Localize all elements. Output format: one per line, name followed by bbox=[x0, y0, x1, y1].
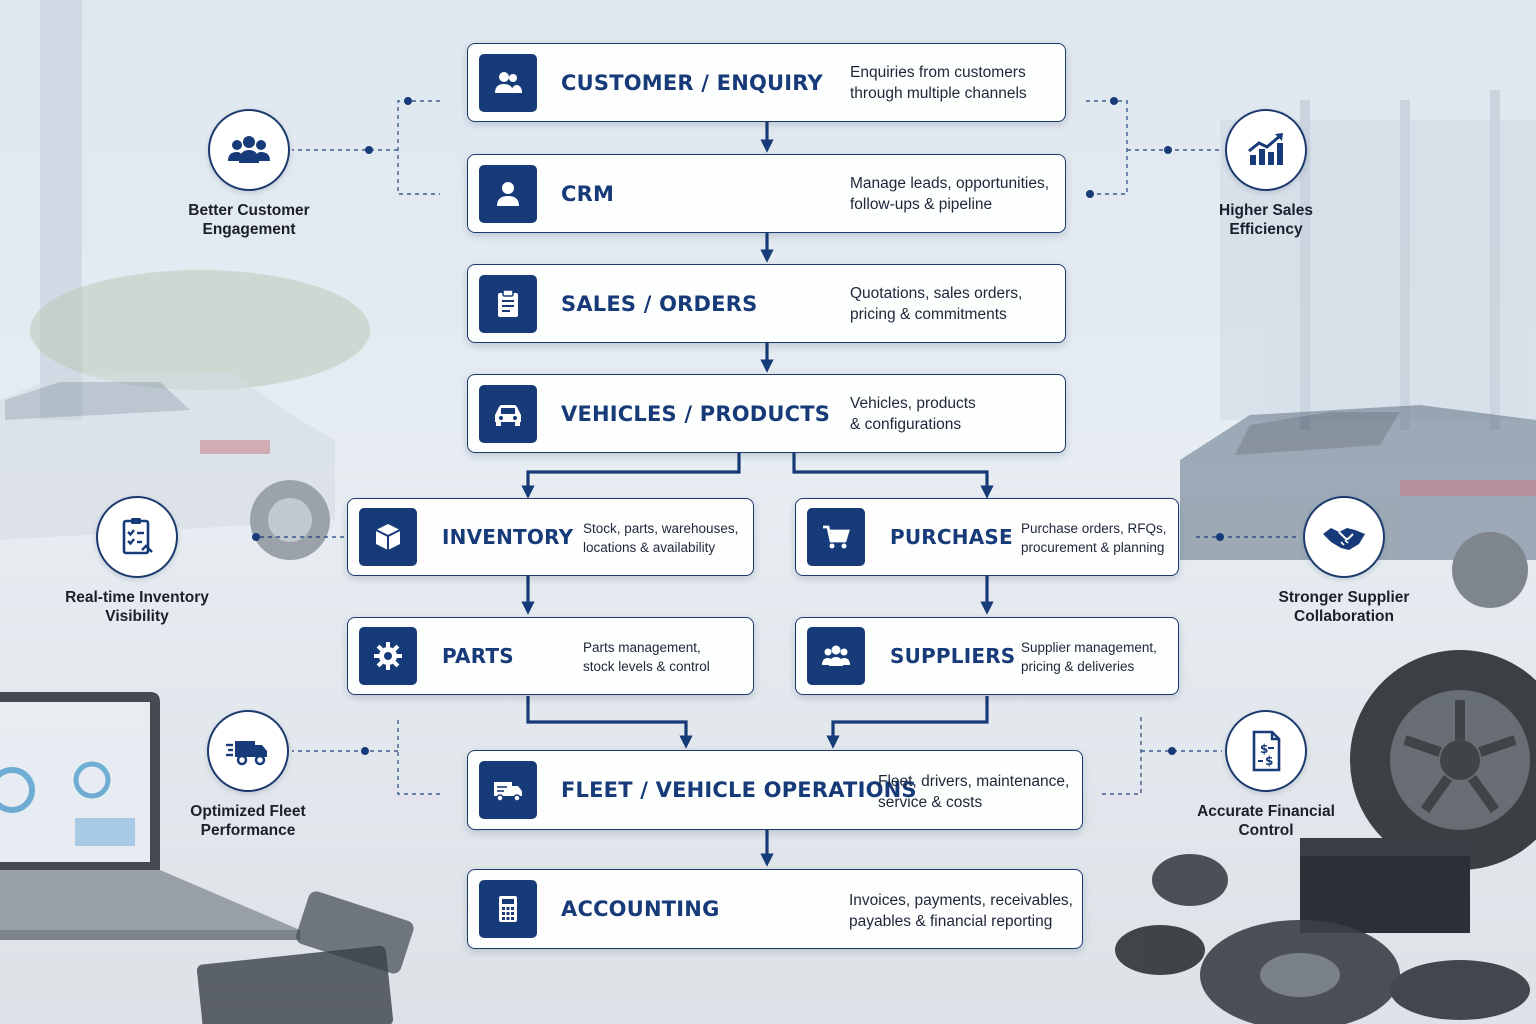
team-icon bbox=[208, 109, 290, 191]
box-icon bbox=[359, 508, 417, 566]
step-description: Invoices, payments, receivables,payables… bbox=[849, 892, 1073, 930]
step-accounting[interactable]: ACCOUNTING Invoices, payments, receivabl… bbox=[467, 869, 1083, 949]
step-description: Purchase orders, RFQs,procurement & plan… bbox=[1021, 521, 1167, 555]
step-title: CRM bbox=[561, 181, 615, 206]
delivery-truck-icon bbox=[207, 710, 289, 792]
svg-text:$: $ bbox=[1265, 754, 1273, 768]
step-vehicles-products[interactable]: VEHICLES / PRODUCTS Vehicles, products& … bbox=[467, 374, 1066, 453]
gear-icon bbox=[359, 627, 417, 685]
handshake-icon bbox=[1303, 496, 1385, 578]
calculator-icon bbox=[479, 880, 537, 938]
invoice-icon: $$ bbox=[1225, 710, 1307, 792]
step-title: PURCHASE bbox=[890, 525, 1013, 549]
arrow-suppliers-fleet bbox=[826, 696, 989, 749]
users-icon bbox=[479, 53, 537, 112]
step-title: SALES / ORDERS bbox=[561, 291, 758, 316]
step-inventory[interactable]: INVENTORY Stock, parts, warehouses,locat… bbox=[347, 498, 754, 576]
clipboard-icon bbox=[479, 274, 537, 333]
step-description: Stock, parts, warehouses,locations & ava… bbox=[583, 521, 739, 555]
step-description: Quotations, sales orders,pricing & commi… bbox=[850, 285, 1023, 323]
step-description: Parts management,stock levels & control bbox=[583, 640, 710, 674]
group-icon bbox=[807, 627, 865, 685]
step-title: CUSTOMER / ENQUIRY bbox=[561, 70, 823, 95]
step-sales-orders[interactable]: SALES / ORDERS Quotations, sales orders,… bbox=[467, 264, 1066, 343]
step-customer-enquiry[interactable]: CUSTOMER / ENQUIRY Enquiries from custom… bbox=[467, 43, 1066, 122]
arrow-vehicles-purchase bbox=[792, 452, 994, 499]
checklist-icon bbox=[96, 496, 178, 578]
step-title: INVENTORY bbox=[442, 525, 574, 549]
step-description: Manage leads, opportunities,follow-ups &… bbox=[850, 175, 1050, 213]
step-description: Vehicles, products& configurations bbox=[850, 395, 976, 433]
car-icon bbox=[479, 384, 537, 443]
step-purchase[interactable]: PURCHASE Purchase orders, RFQs,procureme… bbox=[795, 498, 1179, 576]
step-title: FLEET / VEHICLE OPERATIONS bbox=[561, 778, 917, 802]
growth-chart-icon bbox=[1225, 109, 1307, 191]
arrow-vehicles-inventory bbox=[521, 452, 741, 499]
svg-text:$: $ bbox=[1260, 742, 1268, 756]
step-title: PARTS bbox=[442, 644, 514, 668]
step-fleet-operations[interactable]: FLEET / VEHICLE OPERATIONS Fleet, driver… bbox=[467, 750, 1083, 830]
step-crm[interactable]: CRM Manage leads, opportunities,follow-u… bbox=[467, 154, 1066, 233]
step-title: SUPPLIERS bbox=[890, 644, 1016, 668]
step-title: ACCOUNTING bbox=[561, 897, 720, 921]
step-suppliers[interactable]: SUPPLIERS Supplier management,pricing & … bbox=[795, 617, 1179, 695]
arrow-parts-fleet bbox=[526, 696, 693, 749]
cart-icon bbox=[807, 508, 865, 566]
step-title: VEHICLES / PRODUCTS bbox=[561, 401, 831, 426]
user-icon bbox=[479, 164, 537, 223]
truck-icon bbox=[479, 761, 537, 819]
step-parts[interactable]: PARTS Parts management,stock levels & co… bbox=[347, 617, 754, 695]
step-description: Fleet, drivers, maintenance,service & co… bbox=[878, 773, 1070, 811]
step-description: Supplier management,pricing & deliveries bbox=[1021, 640, 1157, 674]
